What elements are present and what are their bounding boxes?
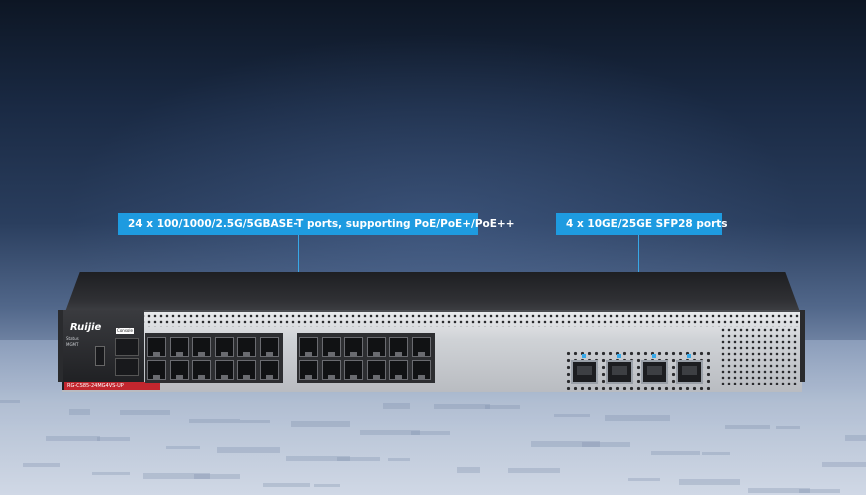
floor-tile (263, 483, 310, 487)
sfp28-port[interactable] (676, 360, 703, 384)
floor-tile (286, 456, 350, 461)
floor-tile (457, 467, 480, 473)
floor-tile (554, 414, 590, 417)
floor-tile (92, 472, 130, 475)
floor-tile (822, 462, 866, 467)
floor-tile (531, 441, 600, 447)
rj45-port[interactable] (259, 360, 279, 380)
floor-tile (628, 478, 660, 481)
rack-ear-right (800, 310, 805, 382)
rj45-port[interactable] (344, 360, 363, 380)
rj45-port[interactable] (299, 337, 318, 357)
floor-tile (0, 400, 20, 403)
rj45-port[interactable] (366, 337, 386, 357)
side-vent-right (720, 327, 798, 385)
rj45-port[interactable] (411, 360, 431, 380)
rj45-port[interactable] (237, 360, 256, 380)
rj45-port[interactable] (237, 337, 256, 357)
rj45-port[interactable] (411, 337, 431, 357)
brand-logo: Ruijie (70, 322, 102, 333)
floor-tile (582, 442, 630, 447)
floor-tile (314, 484, 340, 487)
floor-tile (388, 458, 410, 461)
floor-tile (605, 415, 670, 421)
sfp28-port[interactable] (571, 360, 598, 384)
console-label: Console (116, 328, 134, 334)
rj45-port[interactable] (214, 360, 234, 380)
floor-tile (166, 446, 200, 449)
rj45-port[interactable] (169, 360, 189, 380)
console-port[interactable] (115, 338, 139, 356)
floor-tile (337, 457, 380, 461)
floor-tile (776, 426, 800, 429)
rj45-port[interactable] (389, 337, 408, 357)
floor-tile (799, 489, 840, 493)
sfp-leader-vertical (638, 235, 639, 307)
floor-tile (291, 421, 350, 427)
floor-tile (143, 473, 210, 479)
floor-tile (485, 405, 520, 409)
floor-tile (46, 436, 100, 441)
sfp-ports-callout: 4 x 10GE/25GE SFP28 ports (556, 213, 728, 235)
rj45-port[interactable] (321, 360, 341, 380)
floor-tile (845, 435, 866, 441)
rj45-port[interactable] (192, 337, 211, 357)
floor-tile (194, 474, 240, 479)
rj45-port[interactable] (344, 337, 363, 357)
rj45-port[interactable] (389, 360, 408, 380)
floor-tile (434, 404, 490, 409)
rj45-port[interactable] (214, 337, 234, 357)
mgmt-port[interactable] (115, 358, 139, 376)
sfp-highlight-marker (582, 354, 586, 358)
mgmt-led-label: MGMT (66, 342, 79, 347)
rj45-port[interactable] (147, 360, 166, 380)
floor-tile (217, 447, 280, 453)
rj45-port[interactable] (147, 337, 166, 357)
floor-tile (23, 463, 60, 467)
rj45-port[interactable] (169, 337, 189, 357)
sfp-highlight-marker (617, 354, 621, 358)
floor-tile (97, 437, 130, 441)
sfp-highlight-marker (652, 354, 656, 358)
usb-port[interactable] (95, 346, 105, 366)
rj45-port[interactable] (259, 337, 279, 357)
floor-tile (651, 451, 700, 455)
rj45-leader-vertical (298, 235, 299, 305)
floor-tile (69, 409, 90, 415)
model-badge: RG-CS85-24MG4VS-UP (64, 382, 160, 390)
rack-ear-left (58, 310, 63, 382)
floor-tile (411, 431, 450, 435)
sfp28-port[interactable] (606, 360, 633, 384)
rj45-ports-callout: 24 x 100/1000/2.5G/5GBASE-T ports, suppo… (118, 213, 515, 235)
front-vent-strip (140, 313, 800, 327)
floor-tile (679, 479, 740, 485)
status-led-label: Status (66, 336, 79, 341)
floor-tile (189, 419, 240, 423)
rj45-port[interactable] (192, 360, 211, 380)
rj45-port[interactable] (321, 337, 341, 357)
floor-tile (383, 403, 410, 409)
floor-tile (748, 488, 810, 493)
floor-tile (360, 430, 420, 435)
floor-tile (508, 468, 560, 473)
rj45-port[interactable] (299, 360, 318, 380)
sfp28-port[interactable] (641, 360, 668, 384)
sfp-highlight-marker (687, 354, 691, 358)
rj45-port[interactable] (366, 360, 386, 380)
floor-tile (240, 420, 270, 423)
floor-tile (702, 452, 730, 455)
floor-tile (725, 425, 770, 429)
floor-tile (120, 410, 170, 415)
switch-top-cover (65, 272, 800, 312)
background-glow (0, 0, 866, 320)
